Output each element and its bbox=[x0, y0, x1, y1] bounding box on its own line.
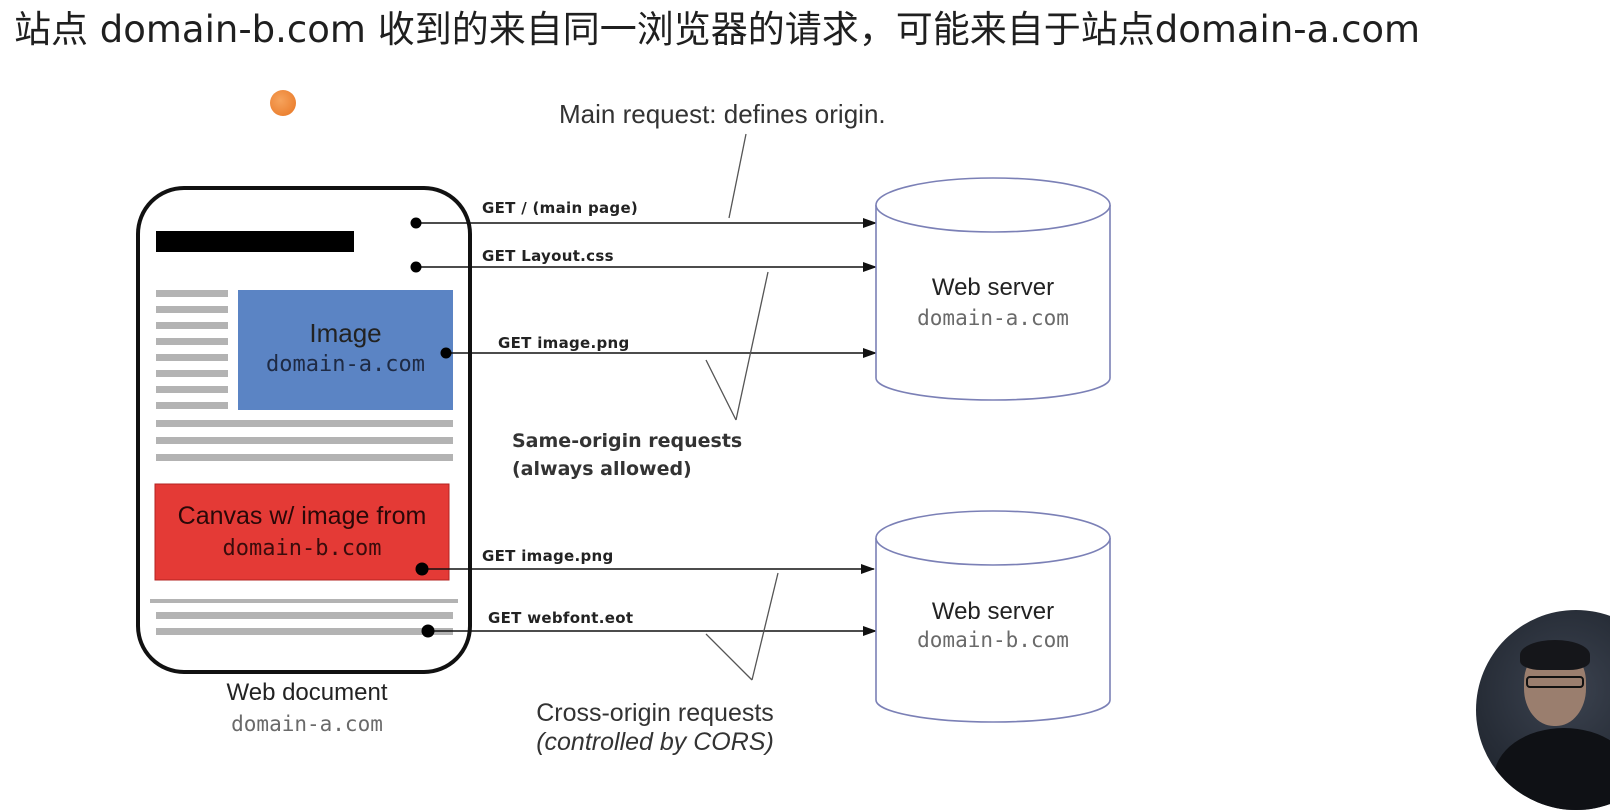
orange-dot-icon bbox=[270, 90, 296, 116]
document-text-lines-mid bbox=[156, 420, 453, 461]
server-a-label: Web server bbox=[931, 274, 1055, 301]
callout-lines bbox=[705, 133, 779, 681]
canvas-box bbox=[154, 483, 450, 581]
request-label-image-a: GET image.png bbox=[498, 334, 630, 352]
canvas-label: Canvas w/ image from bbox=[177, 502, 427, 530]
slide-caption: 站点 domain-b.com 收到的来自同一浏览器的请求，可能来自于站点dom… bbox=[14, 8, 1421, 51]
request-label-layout-css: GET Layout.css bbox=[482, 247, 614, 265]
callout-cross-origin-a bbox=[751, 572, 779, 681]
same-origin-line2: (always allowed) bbox=[512, 457, 692, 480]
image-domain: domain-a.com bbox=[266, 352, 425, 377]
cross-origin-note: Cross-origin requests (controlled by COR… bbox=[500, 699, 810, 757]
cross-origin-line1: Cross-origin requests bbox=[536, 699, 774, 727]
server-a-domain: domain-a.com bbox=[917, 306, 1069, 330]
main-request-note: Main request: defines origin. bbox=[559, 99, 886, 129]
callout-same-origin-b bbox=[705, 359, 737, 421]
image-box bbox=[238, 290, 453, 410]
web-document-label: Web document bbox=[226, 679, 388, 706]
request-label-main-page: GET / (main page) bbox=[482, 199, 639, 217]
image-label: Image bbox=[309, 318, 382, 348]
server-b-label: Web server bbox=[931, 598, 1055, 625]
same-origin-note: Same-origin requests (always allowed) bbox=[512, 428, 742, 483]
request-arrows bbox=[416, 218, 877, 636]
same-origin-line1: Same-origin requests bbox=[512, 430, 743, 452]
server-b-cylinder bbox=[875, 510, 1111, 723]
request-label-image-b: GET image.png bbox=[482, 547, 614, 565]
document-text-lines-left bbox=[156, 290, 228, 409]
arrow-origin-dots bbox=[410, 217, 452, 638]
request-label-webfont: GET webfont.eot bbox=[488, 609, 634, 627]
cross-origin-line2: (controlled by CORS) bbox=[536, 728, 774, 756]
callout-cross-origin-b bbox=[705, 633, 753, 681]
server-b-domain: domain-b.com bbox=[917, 628, 1069, 652]
document-text-lines-bottom bbox=[150, 599, 458, 635]
document-title-bar bbox=[156, 231, 354, 252]
callout-same-origin-a bbox=[735, 271, 769, 421]
callout-main-request bbox=[728, 133, 747, 219]
web-document-domain: domain-a.com bbox=[231, 712, 383, 736]
canvas-domain: domain-b.com bbox=[222, 536, 382, 561]
server-a-cylinder bbox=[875, 177, 1111, 401]
